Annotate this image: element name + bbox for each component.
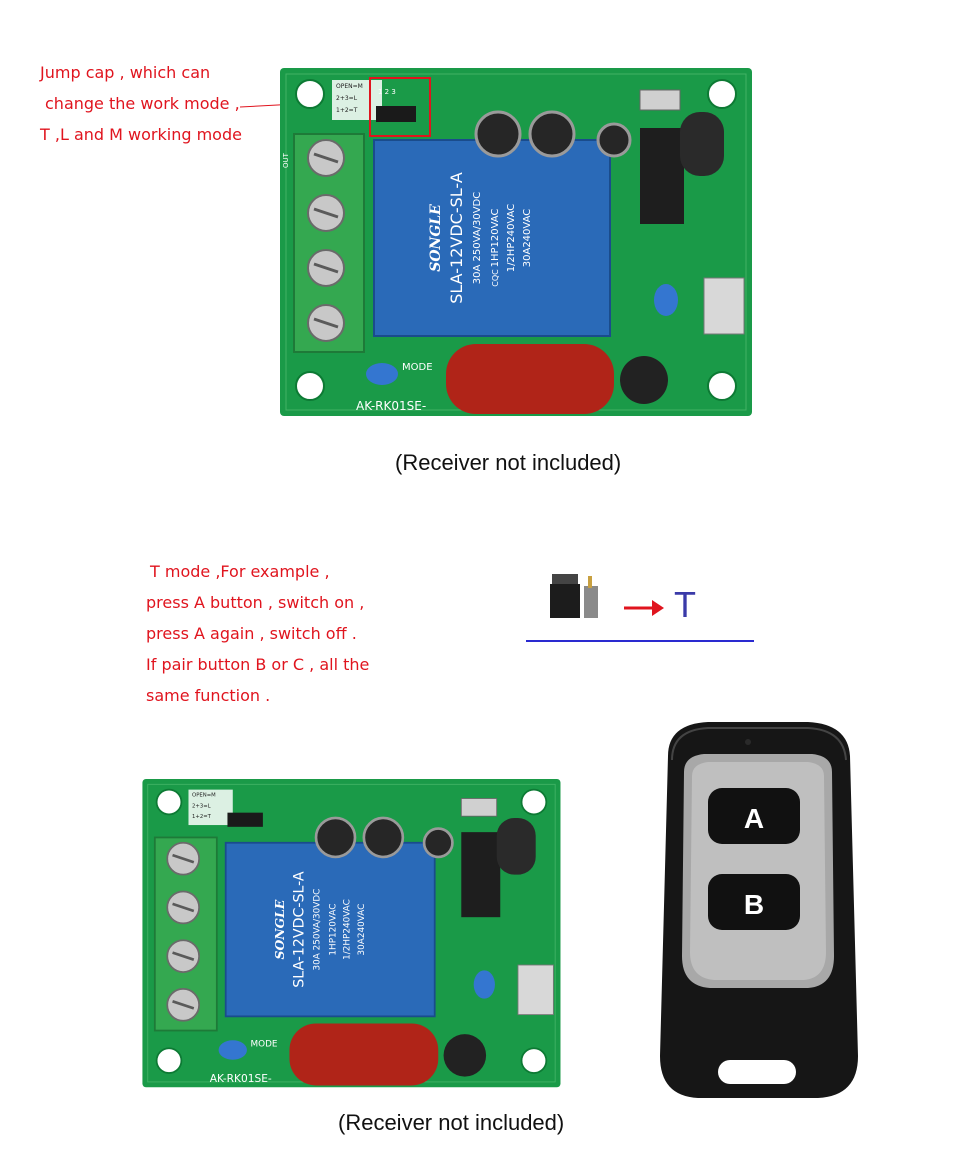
top-caption: (Receiver not included) [395,450,622,475]
jumper-cap-b [227,812,263,827]
receiver-board-top: OUT OPEN=M 2+3=L 1+2=T 1 2 3 SONGLE SLA-… [280,68,752,416]
receiver-board-bottom: OPEN=M 2+3=L 1+2=T SONGLE SLA-12VDC-SL-A… [142,779,561,1088]
push-button [639,89,681,111]
jumper-icon [550,574,598,618]
t-mode-underline [526,640,754,642]
relay-cqc: CQC [491,269,500,287]
relay-rating-2-b: 1HP120VAC [329,904,339,956]
jump-cap-annotation: Jump cap , which can change the work mod… [40,57,242,150]
board-model-label: AK-RK01SE- [356,399,426,413]
remote-button-b-label: B [744,889,764,920]
relay-rating-2: 1HP120VAC [490,209,501,268]
jumper-label-3: 1+2=T [336,107,358,114]
jumper-label-1-b: OPEN=M [192,793,216,799]
relay-rating-3-b: 1/2HP240VAC [343,899,353,960]
jumper-label-1: OPEN=M [336,83,363,90]
jumper-pins-label: 1 2 3 [378,88,396,96]
relay-rating-1: 30A 250VA/30VDC [472,192,483,285]
mode-label-b: MODE [250,1039,277,1049]
remote-button-b[interactable]: B [708,874,800,930]
t-mode-diagram: T [526,570,756,650]
relay-rating-3: 1/2HP240VAC [506,204,517,273]
relay-model-b: SLA-12VDC-SL-A [292,871,308,988]
film-capacitor [446,344,614,414]
mode-letter-t: T [674,584,696,625]
description-line-4: If pair button B or C , all the [146,655,370,674]
antenna-coil [680,112,724,176]
jumper-highlight-box [369,77,431,137]
relay-model: SLA-12VDC-SL-A [447,172,466,304]
relay-brand-b: SONGLE [272,899,287,959]
jumper-cap [376,106,416,122]
ic-chip [640,128,684,224]
crystal [703,277,745,335]
bridge-rectifier [620,356,668,404]
right-arrow-icon [624,600,664,616]
description-line-3: press A again , switch off . [146,624,357,643]
relay-rating-1-b: 30A 250VA/30VDC [313,889,323,971]
relay: SONGLE SLA-12VDC-SL-A 30A 250VA/30VDC 1H… [373,139,611,337]
led-indicator [745,739,751,745]
keyring-slot [718,1060,796,1084]
out-label: OUT [282,152,290,168]
remote-control: A B [660,722,858,1098]
ceramic-capacitor-1 [654,284,678,316]
remote-button-a-label: A [744,803,764,834]
relay-rating-4: 30A240VAC [522,209,533,268]
mode-label: MODE [402,362,433,373]
terminal-screws [307,139,345,342]
description-line-5: same function . [146,686,271,705]
bottom-caption: (Receiver not included) [338,1110,565,1135]
jumper-label-2: 2+3=L [336,95,358,102]
description-line-2: press A button , switch on , [146,593,365,612]
annotation-line-3: T ,L and M working mode [40,125,242,144]
description-line-1: T mode ,For example , [150,562,330,581]
ceramic-capacitor-2 [366,363,398,385]
annotation-line-1: Jump cap , which can [40,63,211,82]
board-model-label-b: AK-RK01SE- [210,1072,272,1085]
relay-brand: SONGLE [428,204,444,272]
remote-button-a[interactable]: A [708,788,800,844]
t-mode-description: T mode ,For example , press A button , s… [146,556,369,711]
jumper-label-3-b: 1+2=T [192,814,212,820]
annotation-line-2: change the work mode , [45,94,240,113]
relay-rating-4-b: 30A240VAC [357,904,367,956]
electrolytic-capacitors [474,110,632,158]
jumper-label-2-b: 2+3=L [192,803,211,809]
